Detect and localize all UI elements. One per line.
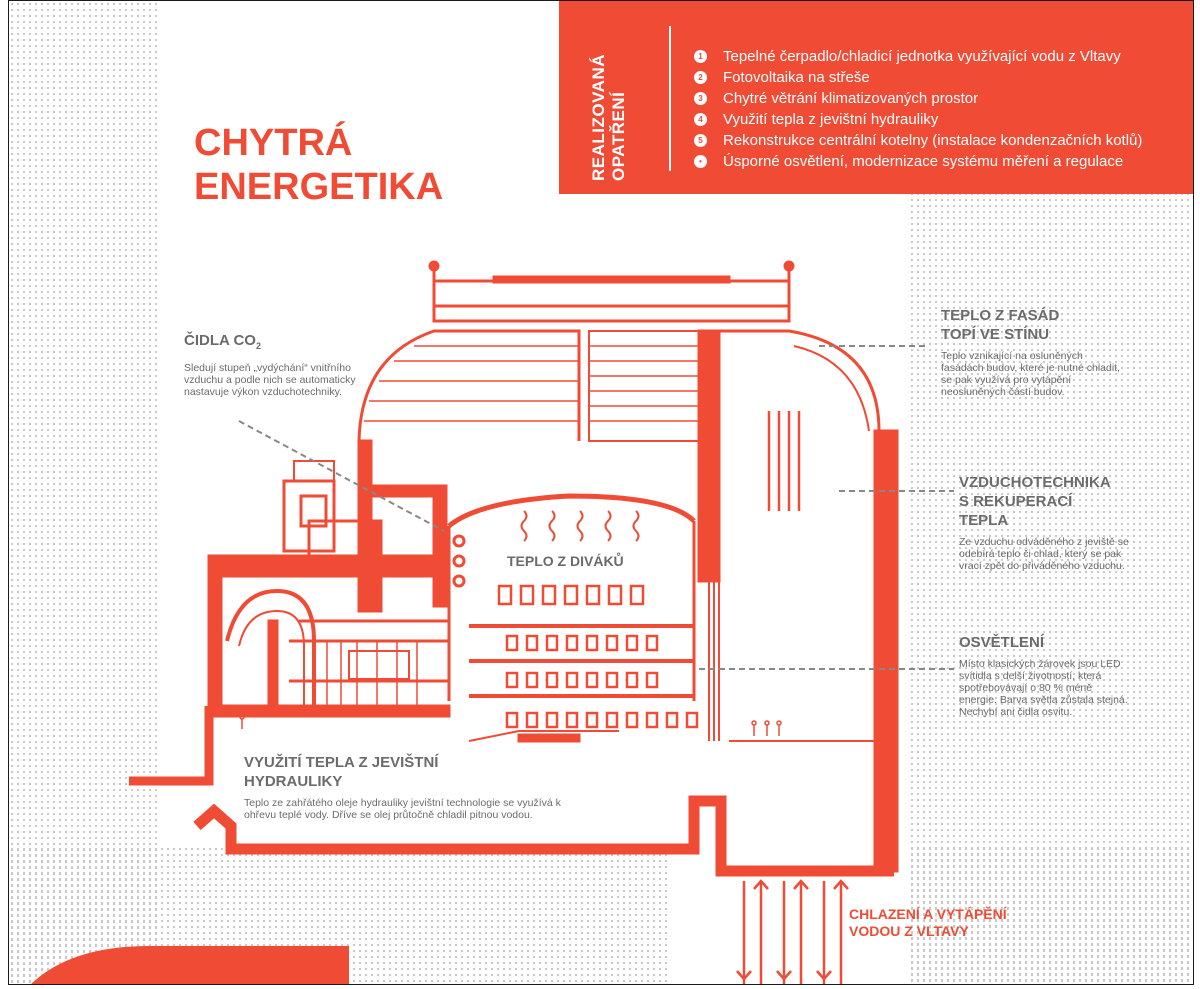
page-title: CHYTRÁ ENERGETIKA [194,121,443,209]
co2-sensor [452,534,466,548]
title-line-1: CHYTRÁ [194,122,353,164]
roof-attic [432,279,791,323]
list-item-text: Chytré větrání klimatizovaných prostor [723,90,979,107]
co2-sensor [452,554,466,568]
list-item-text: Úsporné osvětlení, modernizace systému m… [723,153,1124,170]
callout-title: VZDUCHOTECHNIKA S REKUPERACÍ TEPLA [959,474,1111,529]
auditorium-ceiling [447,493,696,528]
right-wall [873,429,899,873]
list-item-text: Fotovoltaika na střeše [723,69,870,86]
infographic-frame: CHYTRÁ ENERGETIKA REALIZOVANÁ OPATŘENÍ 1… [8,0,1194,985]
dome-right [699,329,881,432]
callout-title: CHLAZENÍ A VYTÁPĚNÍ VODOU Z VLTAVY [849,906,1007,939]
callout-body: Teplo vznikající na osluněných fasádách … [941,350,1121,398]
title-line-2: ENERGETIKA [194,166,444,208]
callout-body: Místo klasických žárovek jsou LED svítid… [959,658,1128,718]
people-figures [239,714,782,736]
co2-sensor [452,574,466,588]
number-badge: 4 [694,113,707,126]
list-item: 1 Tepelné čerpadlo/chladicí jednotka využ… [694,46,1142,67]
bullet-badge: • [694,155,707,168]
building-cross-section [31,260,954,984]
callout-body: Sledují stupeň „vydýchání“ vnitřního vzd… [184,362,356,398]
callout-facade-heat: TEPLO Z FASÁD TOPÍ VE STÍNU Teplo vznika… [941,306,1121,398]
list-item: • Úsporné osvětlení, modernizace systému … [694,151,1142,172]
roof-cornice [492,275,731,284]
list-item-text: Využití tepla z jevištní hydrauliky [723,111,939,128]
dome-left [357,329,581,442]
list-item: 2 Fotovoltaika na střeše [694,67,1142,88]
callout-ventilation: VZDUCHOTECHNIKA S REKUPERACÍ TEPLA Ze vz… [959,473,1129,572]
roof-finial-right [783,260,795,272]
list-item: 4 Využití tepla z jevištní hydrauliky [694,109,1142,130]
dot-pattern-left [9,1,159,984]
river-arrows [736,879,849,984]
callout-title: OSVĚTLENÍ [959,634,1045,651]
list-item-text: Tepelné čerpadlo/chladicí jednotka využí… [723,48,1121,65]
number-badge: 5 [694,134,707,147]
callout-body: Teplo ze zahřátého oleje hydrauliky jevi… [244,797,561,821]
number-badge: 3 [694,92,707,105]
callout-body: Ze vzduchu odváděného z jeviště se odebí… [959,536,1129,572]
pipe-network [193,795,894,877]
panel-divider [669,26,671,171]
callout-hydraulics: VYUŽITÍ TEPLA Z JEVIŠTNÍ HYDRAULIKY Tepl… [244,753,584,821]
measures-list: 1 Tepelné čerpadlo/chladicí jednotka využ… [694,46,1142,172]
callout-lighting: OSVĚTLENÍ Místo klasických žárovek jsou … [959,633,1129,718]
callout-co2-sensors: ČIDLA CO2 Sledují stupeň „vydýchání“ vni… [184,331,364,398]
number-badge: 1 [694,50,707,63]
callout-title: ČIDLA CO2 [184,332,261,351]
corner-decoration [31,946,349,984]
leader-lines [238,345,954,670]
roof-finial-left [428,260,440,272]
ground-line-left [129,706,214,786]
callout-river: CHLAZENÍ A VYTÁPĚNÍ VODOU Z VLTAVY [849,906,1049,946]
audience-heat-label: TEPLO Z DIVÁKŮ [507,553,624,569]
stage-wall [697,329,721,583]
number-badge: 2 [694,71,707,84]
list-item: 5 Rekonstrukce centrální kotelny (instala… [694,130,1142,151]
list-item: 3 Chytré větrání klimatizovaných prostor [694,88,1142,109]
list-item-text: Rekonstrukce centrální kotelny (instalac… [723,132,1143,149]
callout-title: TEPLO Z FASÁD TOPÍ VE STÍNU [941,307,1060,343]
callout-title: VYUŽITÍ TEPLA Z JEVIŠTNÍ HYDRAULIKY [244,754,439,790]
